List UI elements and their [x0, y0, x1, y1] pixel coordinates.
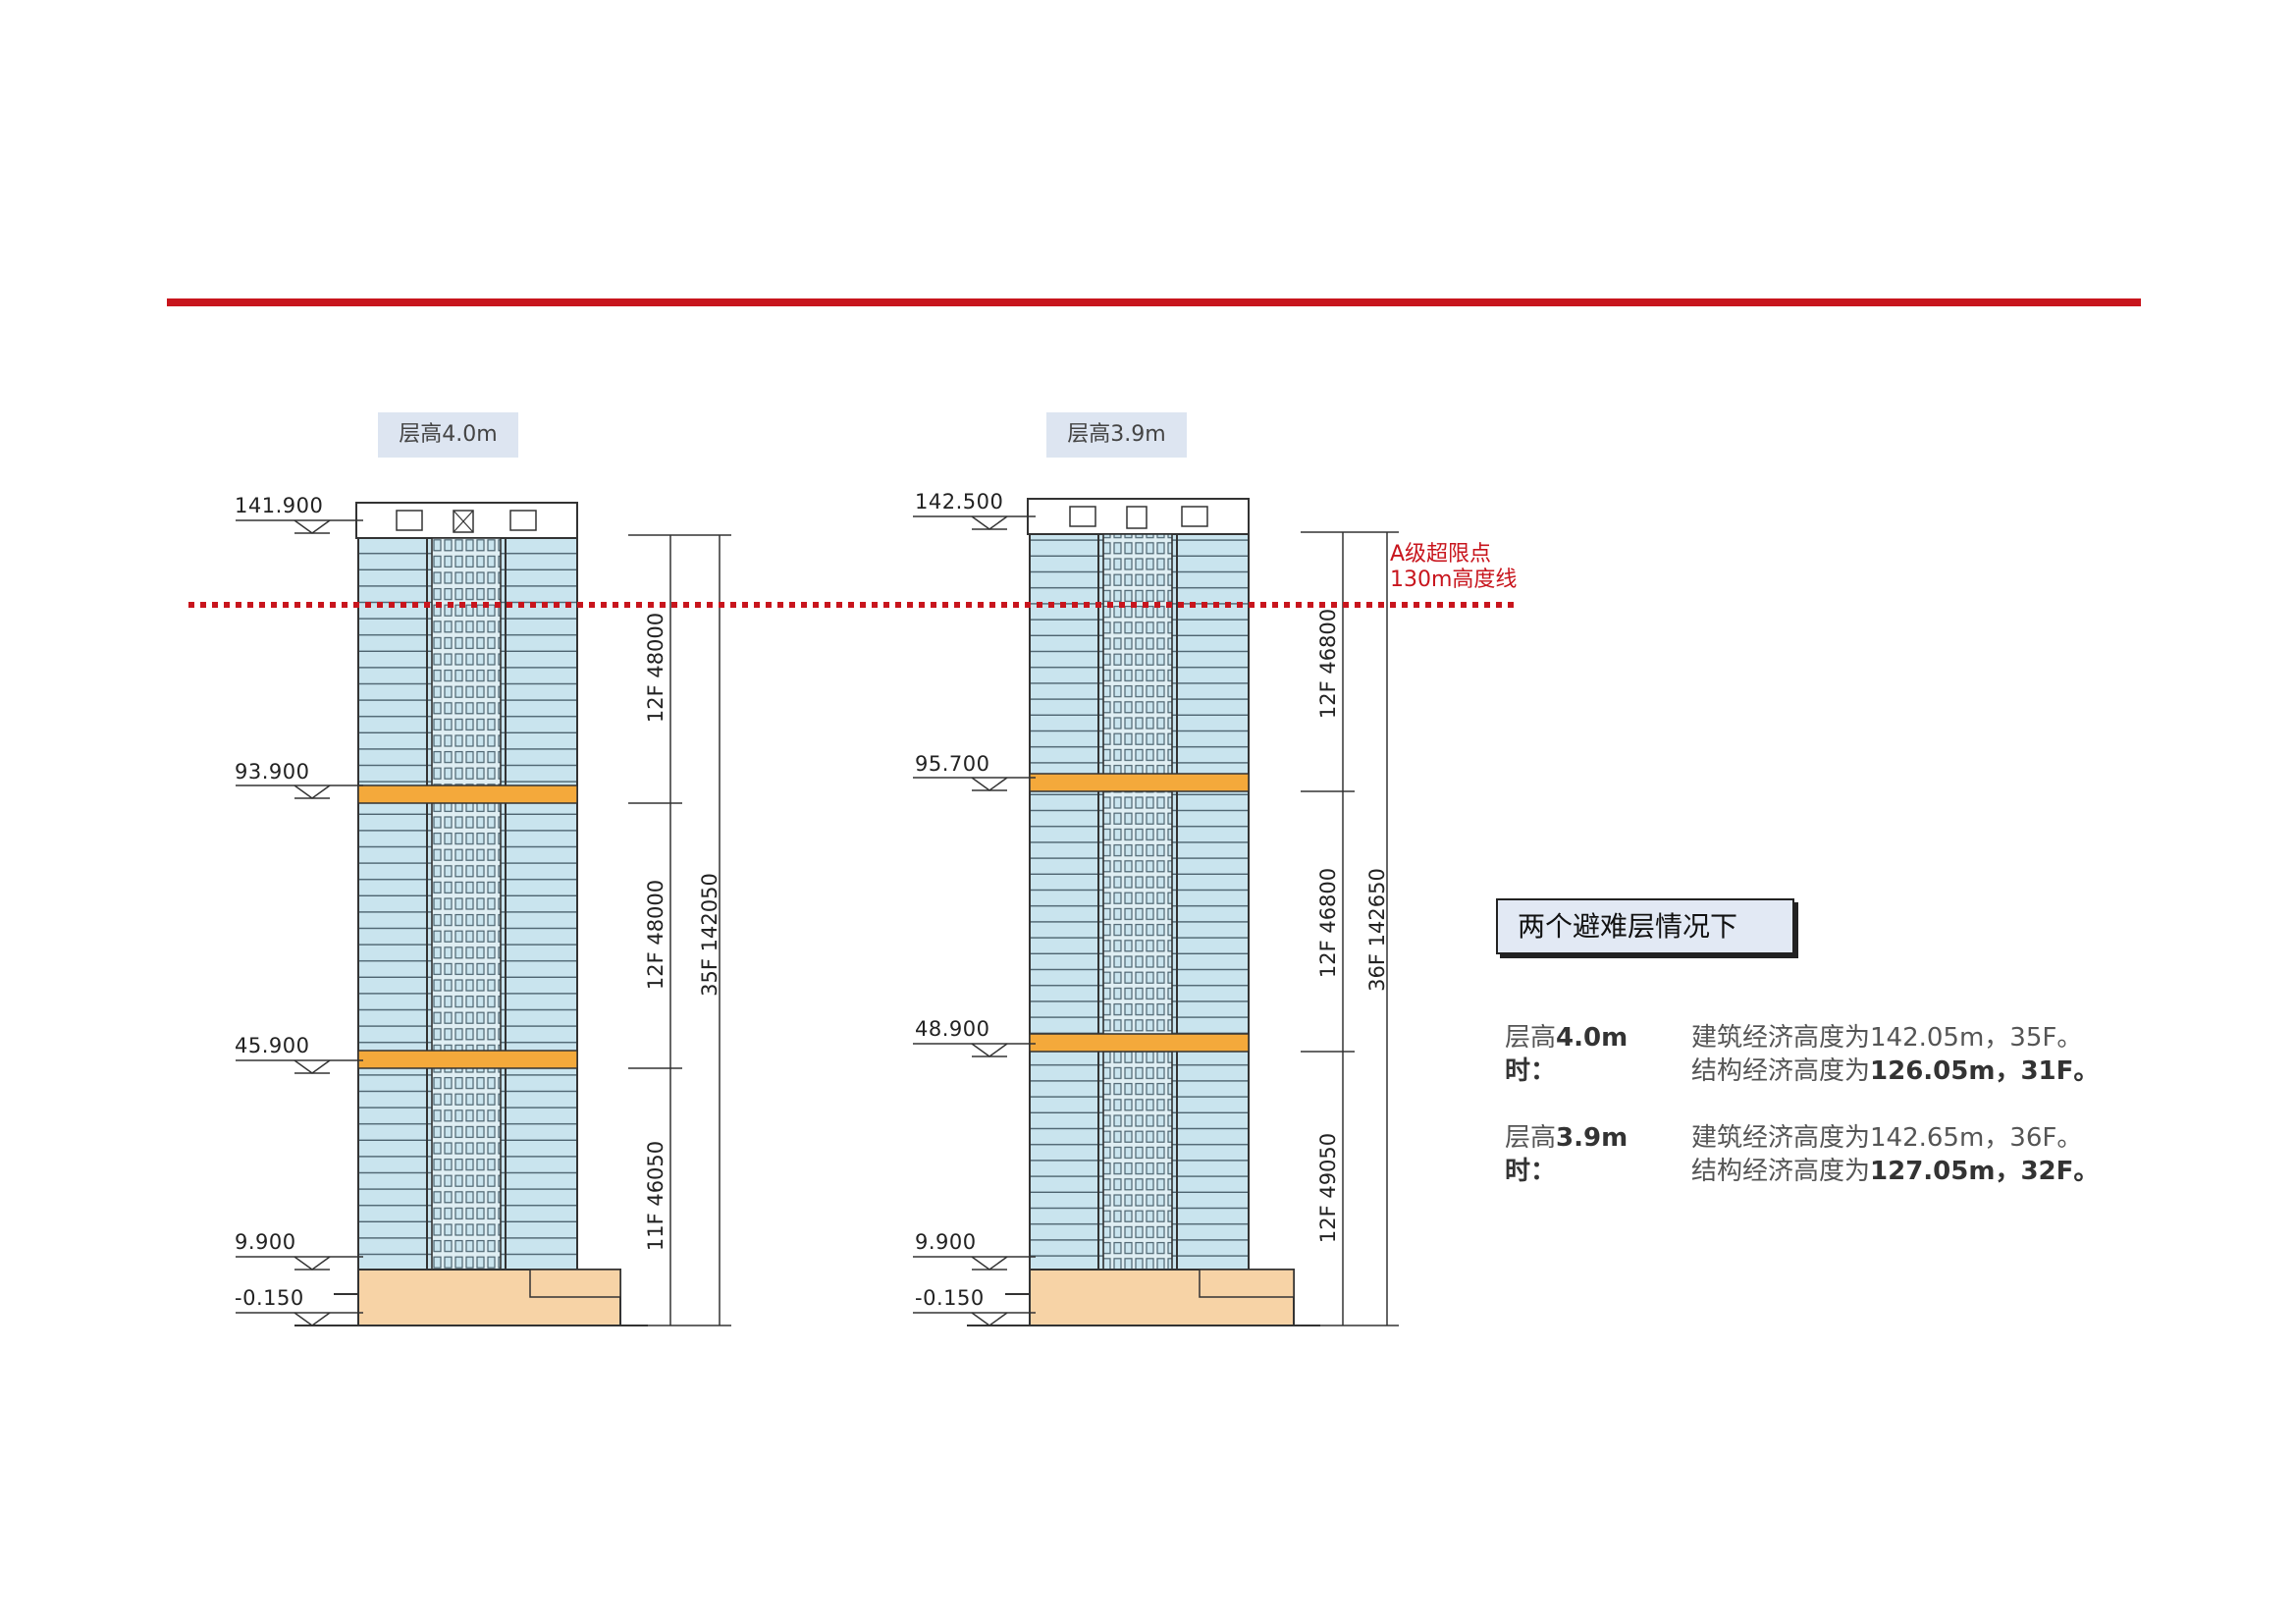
right-dimension-lines — [1301, 531, 1399, 1326]
left-building — [294, 502, 648, 1326]
summary-row2-heading: 层高3.9m — [1505, 1121, 1628, 1155]
summary-row1-h2: 时： — [1505, 1056, 1557, 1086]
header-rule — [167, 298, 2141, 306]
summary-row2-line2: 结构经济高度为127.05m，32F。 — [1691, 1155, 2099, 1188]
summary-row1-line2-pre: 结构经济高度为 — [1691, 1056, 1871, 1086]
left-floor-height-tag: 层高4.0m — [378, 412, 518, 458]
summary-row2-h1: 层高 — [1505, 1123, 1557, 1153]
limit-label-line2: 130m高度线 — [1390, 568, 1518, 592]
limit-label-line1: A级超限点 — [1390, 542, 1492, 567]
right-dim-total: 36F 142650 — [1365, 868, 1389, 992]
left-level-markers — [236, 519, 363, 1326]
left-dim-upper: 12F 48000 — [644, 612, 667, 724]
right-floor-height-tag: 层高3.9m — [1046, 412, 1187, 458]
left-dim-total: 35F 142050 — [698, 873, 721, 997]
right-building — [967, 498, 1320, 1326]
summary-row1-h1b: 4.0m — [1556, 1023, 1629, 1053]
right-level-refuge-upper: 95.700 — [915, 752, 990, 776]
left-level-podium: 9.900 — [235, 1230, 296, 1254]
right-level-podium: 9.900 — [915, 1230, 977, 1254]
summary-row1-heading: 层高4.0m — [1505, 1021, 1628, 1055]
summary-row1-h1: 层高 — [1505, 1023, 1557, 1053]
summary-row1-line1: 建筑经济高度为142.05m，35F。 — [1691, 1023, 2083, 1053]
right-level-markers — [913, 515, 1036, 1326]
right-level-ground: -0.150 — [915, 1286, 985, 1310]
left-level-roof: 141.900 — [235, 494, 324, 517]
right-dim-lower: 12F 49050 — [1316, 1132, 1340, 1244]
summary-row1-line2: 结构经济高度为126.05m，31F。 — [1691, 1055, 2099, 1088]
note-title-box: 两个避难层情况下 — [1496, 898, 1794, 954]
summary-row2-line2-pre: 结构经济高度为 — [1691, 1157, 1871, 1186]
summary-row2-h2: 时： — [1505, 1157, 1557, 1186]
left-level-refuge-lower: 45.900 — [235, 1034, 310, 1057]
right-level-roof: 142.500 — [915, 490, 1004, 514]
left-dim-middle: 12F 48000 — [644, 879, 667, 991]
summary-row1-line2-bold: 126.05m，31F。 — [1870, 1056, 2100, 1086]
left-level-ground: -0.150 — [235, 1286, 304, 1310]
left-dimension-lines — [628, 534, 731, 1326]
right-level-refuge-lower: 48.900 — [915, 1017, 990, 1041]
summary-row2-line2-bold: 127.05m，32F。 — [1870, 1157, 2100, 1186]
right-dim-upper: 12F 46800 — [1316, 608, 1340, 720]
summary-row2-line1: 建筑经济高度为142.65m，36F。 — [1691, 1123, 2083, 1153]
summary-row2-h1b: 3.9m — [1556, 1123, 1629, 1153]
left-dim-lower: 11F 46050 — [644, 1140, 667, 1252]
right-dim-middle: 12F 46800 — [1316, 867, 1340, 979]
left-level-refuge-upper: 93.900 — [235, 760, 310, 784]
